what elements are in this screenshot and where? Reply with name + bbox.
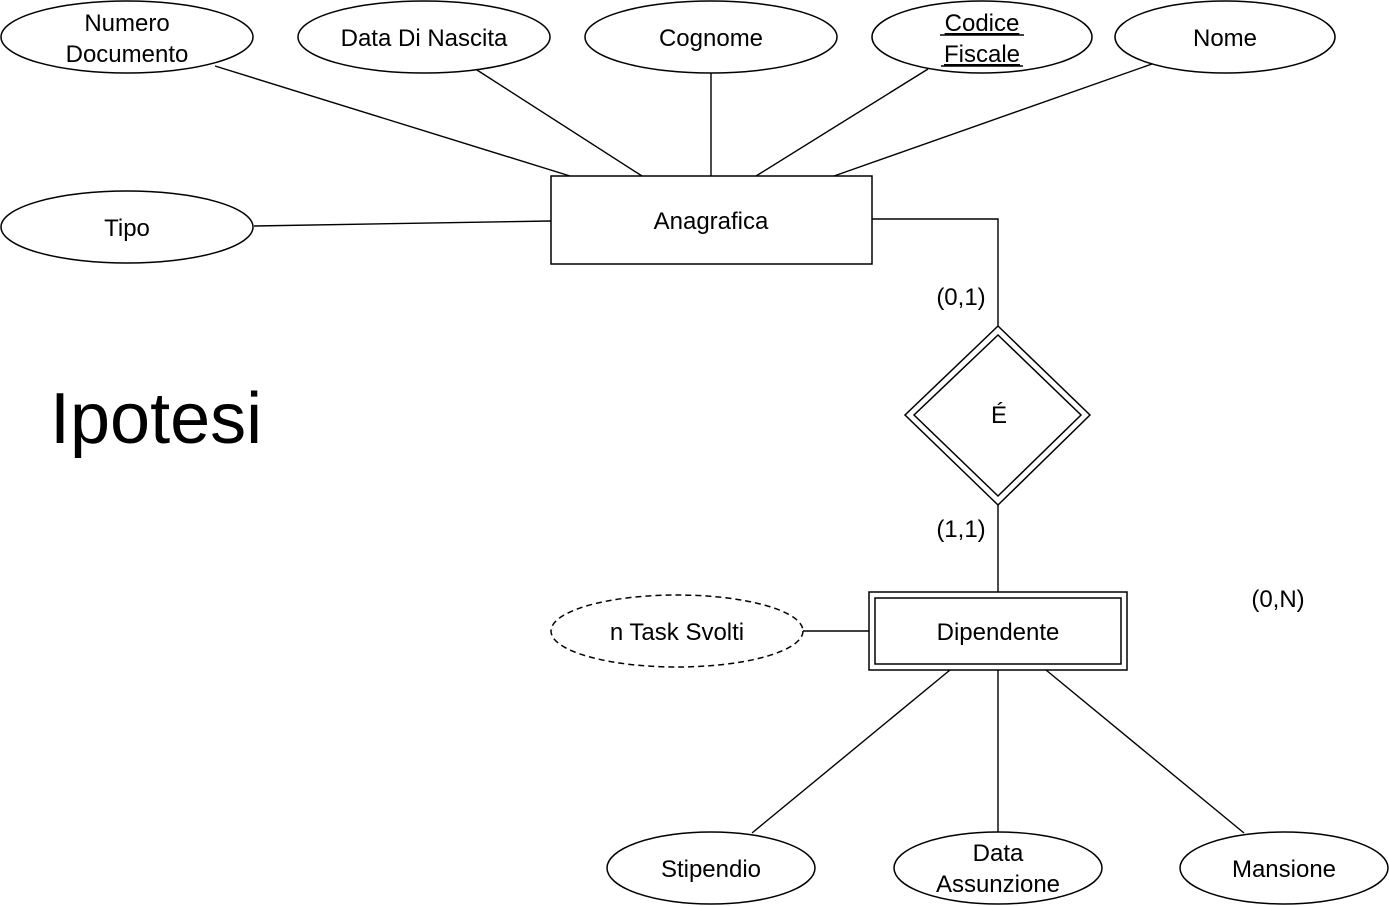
attribute-n-task-svolti-derived: n Task Svolti (550, 594, 804, 668)
attribute-label-line-1: Data (973, 840, 1024, 867)
attribute-codice-fiscale-key: Codice Fiscale (871, 0, 1093, 74)
line-codice-fiscale (755, 68, 929, 177)
attribute-stipendio: Stipendio (606, 831, 816, 905)
entity-label: Dipendente (937, 619, 1060, 646)
line-stipendio (751, 669, 951, 834)
connector-lines (214, 63, 1245, 834)
attribute-label: Nome (1193, 25, 1257, 52)
attribute-label: Data Di Nascita (341, 25, 508, 52)
attribute-label: Cognome (659, 25, 763, 52)
entity-label: Anagrafica (654, 208, 769, 235)
attribute-data-assunzione: Data Assunzione (893, 831, 1103, 905)
attribute-cognome: Cognome (584, 0, 838, 74)
attribute-numero-documento: Numero Documento (0, 0, 254, 74)
attribute-label-line-2: Fiscale (944, 41, 1020, 68)
line-mansione (1045, 669, 1245, 834)
cardinality-dipendente: (1,1) (936, 516, 985, 543)
relationship-label: É (991, 402, 1007, 429)
line-data-di-nascita (476, 69, 643, 177)
entity-anagrafica: Anagrafica (550, 175, 873, 265)
attribute-tipo: Tipo (0, 190, 254, 264)
attribute-label: Stipendio (661, 856, 761, 883)
line-tipo (253, 220, 552, 227)
attribute-label-line-2: Assunzione (936, 871, 1060, 898)
attribute-label: n Task Svolti (610, 619, 744, 646)
attribute-data-di-nascita: Data Di Nascita (297, 0, 551, 74)
line-anagrafica-relationship (872, 218, 999, 326)
cardinality-floating: (0,N) (1251, 586, 1304, 613)
attribute-label-line-2: Documento (66, 41, 189, 68)
line-nome (833, 63, 1153, 177)
attribute-label: Tipo (104, 215, 150, 242)
relationship-e: É (903, 324, 1092, 507)
attribute-nome: Nome (1114, 0, 1336, 74)
attribute-label-line-1: Numero (84, 10, 169, 37)
line-numero-documento (214, 65, 571, 177)
entity-dipendente: Dipendente (868, 591, 1128, 671)
attribute-mansione: Mansione (1179, 831, 1389, 905)
attribute-label: Mansione (1232, 856, 1336, 883)
cardinality-anagrafica: (0,1) (936, 284, 985, 311)
attribute-label-line-1: Codice (945, 10, 1020, 37)
diagram-title: Ipotesi (50, 379, 262, 459)
